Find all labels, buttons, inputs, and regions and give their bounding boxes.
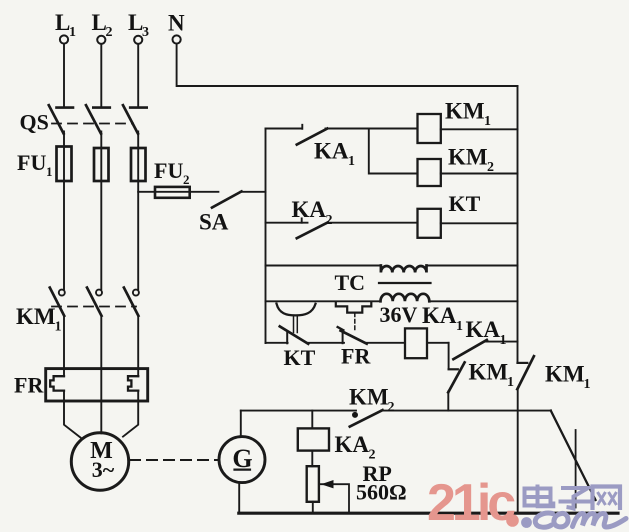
svg-text:1: 1 — [55, 320, 62, 335]
svg-text:KT: KT — [449, 191, 481, 216]
svg-text:1: 1 — [46, 164, 53, 179]
svg-text:3: 3 — [142, 25, 149, 40]
svg-text:21ic: 21ic — [427, 474, 515, 532]
svg-text:3~: 3~ — [92, 457, 115, 482]
svg-text:SA: SA — [199, 210, 229, 235]
svg-text:1: 1 — [348, 154, 355, 169]
svg-text:L: L — [55, 10, 70, 35]
svg-text:FU: FU — [154, 158, 183, 183]
svg-text:2: 2 — [388, 400, 395, 415]
svg-text:RP: RP — [363, 461, 392, 486]
svg-text:FR: FR — [14, 373, 44, 398]
svg-text:KM: KM — [469, 360, 509, 385]
svg-text:1: 1 — [69, 25, 76, 40]
svg-text:KA: KA — [422, 303, 457, 328]
svg-text:36V: 36V — [380, 302, 418, 327]
svg-text:1: 1 — [507, 375, 514, 390]
svg-text:KA: KA — [314, 139, 349, 164]
svg-text:L: L — [128, 10, 143, 35]
svg-text:KT: KT — [284, 345, 316, 370]
svg-text:2: 2 — [326, 213, 333, 228]
svg-text:G: G — [232, 444, 252, 473]
svg-text:1: 1 — [456, 319, 463, 334]
svg-text:L: L — [92, 10, 107, 35]
svg-text:2: 2 — [369, 448, 376, 463]
svg-text:TC: TC — [335, 270, 366, 295]
svg-text:1: 1 — [500, 333, 507, 348]
svg-text:560Ω: 560Ω — [356, 480, 407, 505]
svg-text:KA: KA — [466, 317, 501, 342]
svg-text:2: 2 — [487, 160, 494, 175]
svg-text:2: 2 — [106, 25, 113, 40]
svg-text:KM: KM — [445, 99, 485, 124]
svg-text:FR: FR — [341, 344, 371, 369]
svg-text:KM: KM — [349, 385, 389, 410]
svg-text:2: 2 — [183, 172, 190, 187]
svg-text:KM: KM — [545, 362, 585, 387]
svg-text:1: 1 — [584, 377, 591, 392]
svg-text:KA: KA — [292, 197, 327, 222]
svg-text:M: M — [90, 438, 113, 464]
svg-text:1: 1 — [484, 114, 491, 129]
svg-text:KM: KM — [448, 145, 488, 170]
svg-text:FU: FU — [17, 150, 46, 175]
svg-text:QS: QS — [20, 110, 49, 135]
svg-text:KA: KA — [335, 432, 370, 457]
svg-text:N: N — [168, 11, 185, 36]
svg-text:KM: KM — [16, 304, 56, 329]
